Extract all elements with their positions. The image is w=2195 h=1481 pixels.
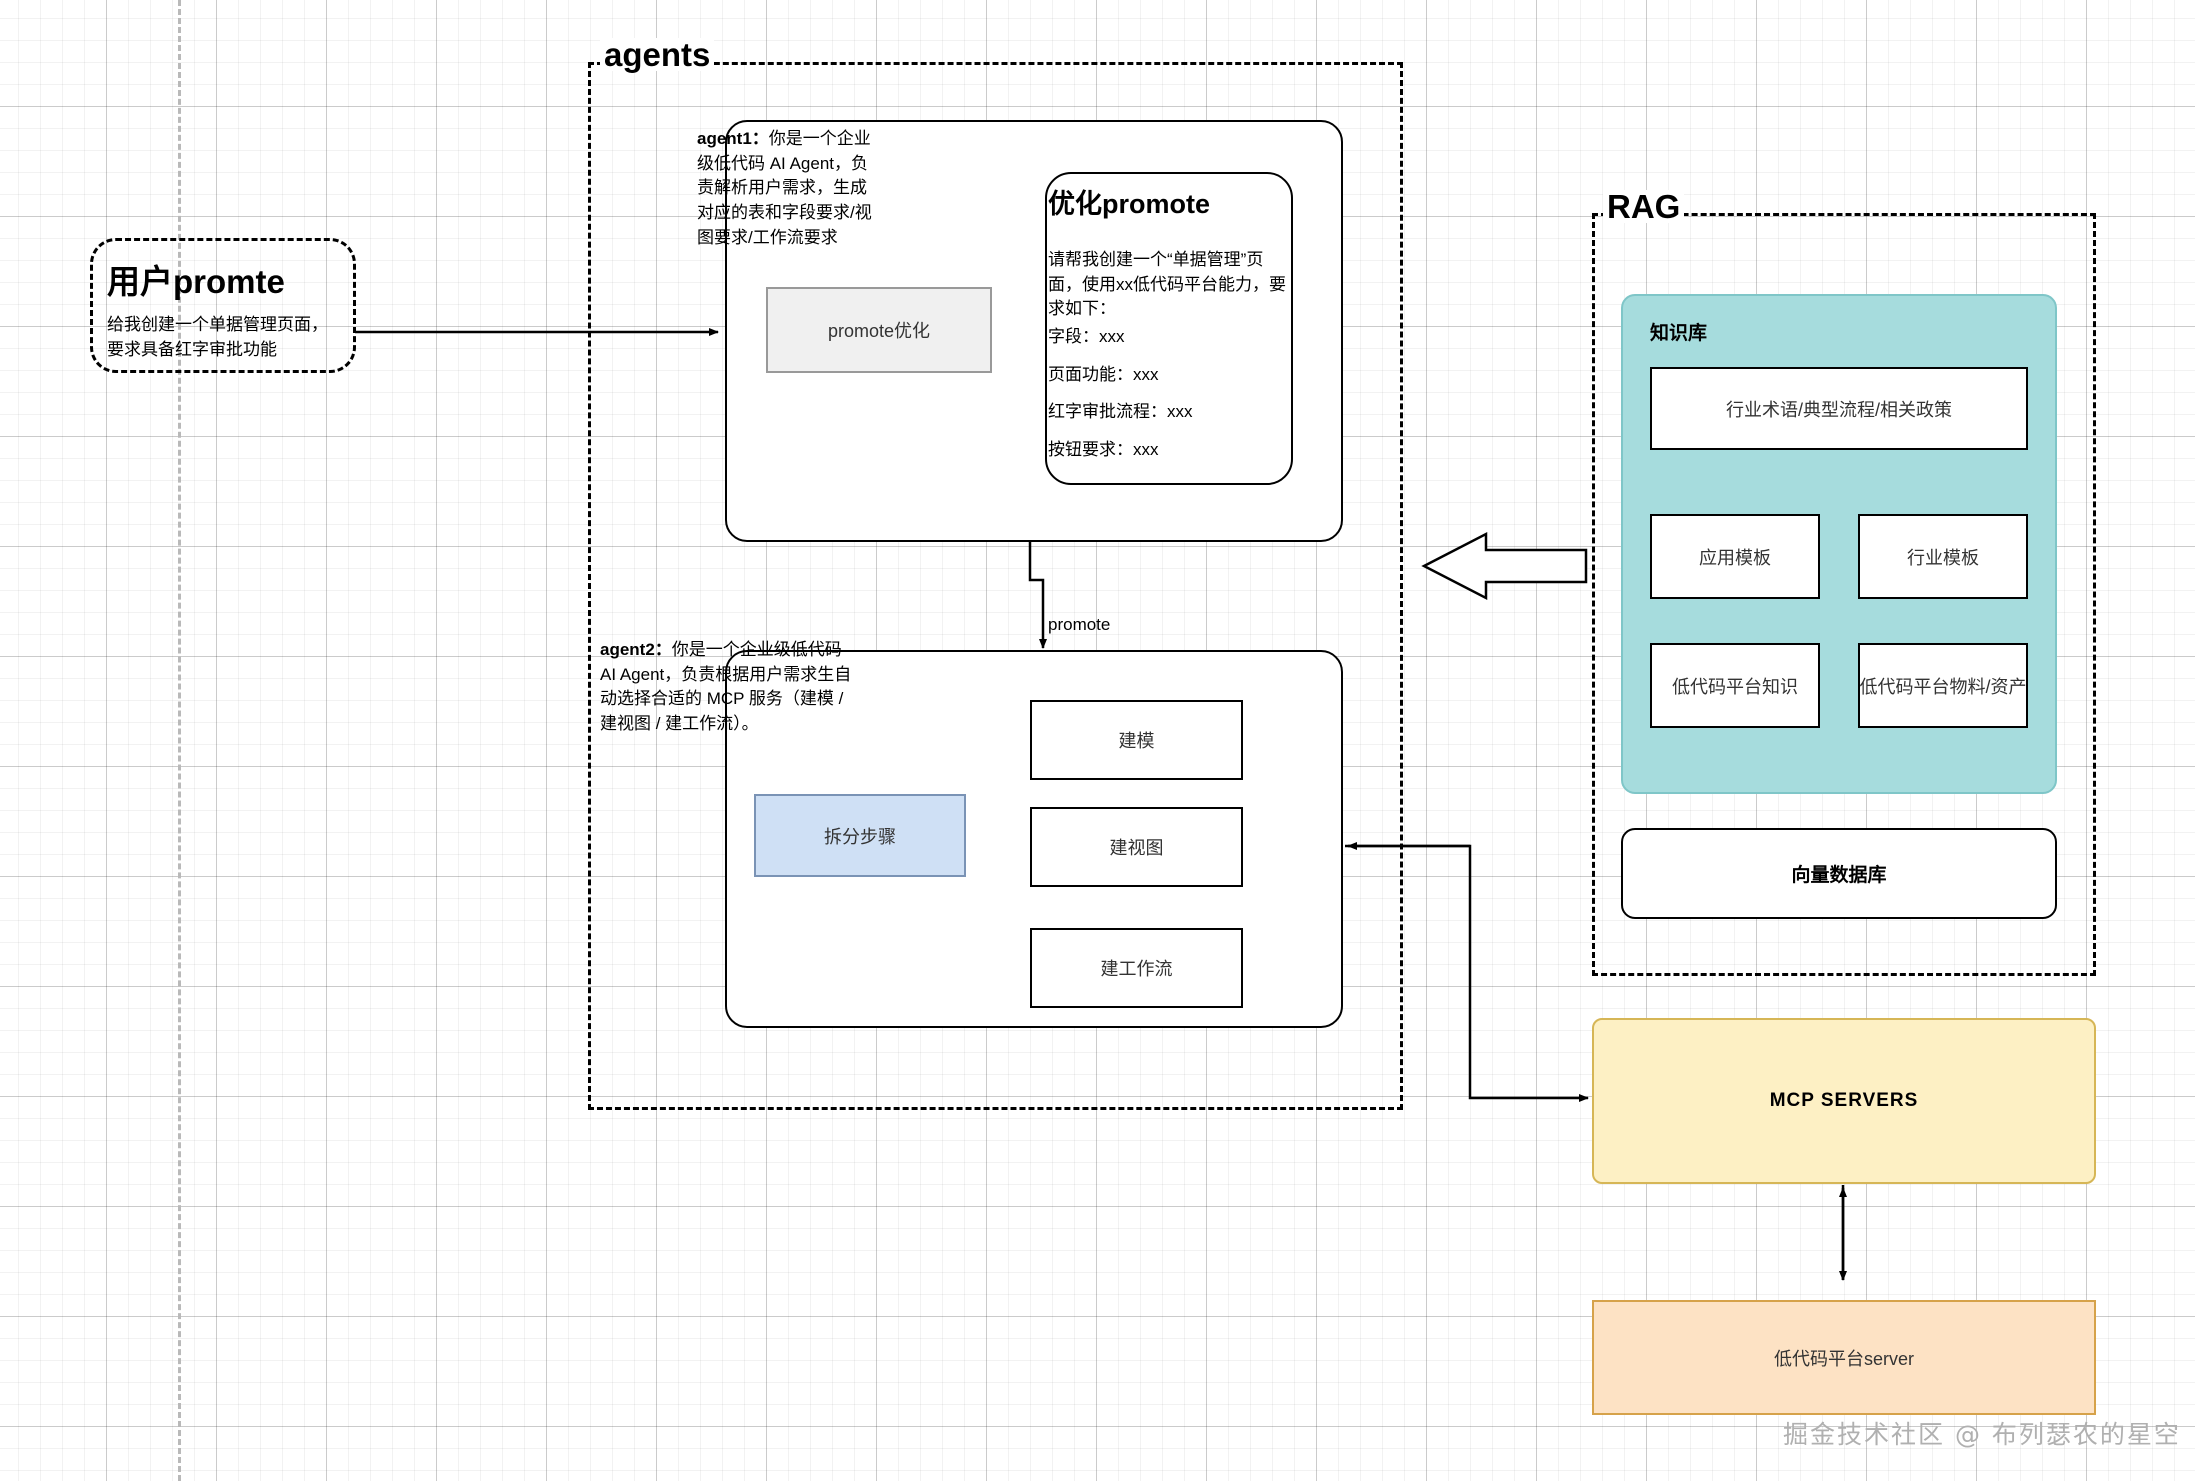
split-steps-node[interactable] [754,794,966,877]
kb-item-industry-template-label: 行业模板 [1907,547,1979,568]
platform-server-label: 低代码平台server [1773,1348,1914,1369]
vertical-guide-line [178,0,181,1481]
rag-group-title: RAG [1603,190,1685,223]
kb-item-platform-assets-label: 低代码平台物料/资产 [1859,676,2027,697]
agent2-description: 你是一个企业级低代码 AI Agent，负责根据用户需求生自动选择合适的 MCP… [600,640,852,733]
kb-item-app-template[interactable] [1650,514,1820,599]
promote-flow-label: promote [1048,615,1111,634]
agents-group-container [588,62,1403,1110]
rag-group-container [1592,213,2096,976]
optimized-prompt-card [1045,172,1293,485]
optimized-prompt-line-3: 红字审批流程：xxx [1048,402,1193,421]
vector-database-label: 向量数据库 [1791,865,1887,886]
agents-group-title: agents [600,38,715,71]
agent2-description-block: agent2：你是一个企业级低代码 AI Agent，负责根据用户需求生自动选择… [600,638,862,737]
optimized-prompt-intro: 请帮我创建一个“单据管理”页面，使用xx低代码平台能力，要求如下： [1048,250,1286,319]
service-box-model[interactable] [1030,700,1243,780]
kb-item-platform-knowledge-label: 低代码平台知识 [1672,676,1798,697]
service-box-workflow[interactable] [1030,928,1243,1008]
agent1-label: agent1： [697,129,769,148]
kb-item-app-template-label: 应用模板 [1699,547,1771,568]
user-prompt-title: 用户promte [107,263,285,300]
agent2-label: agent2： [600,640,672,659]
split-steps-label: 拆分步骤 [824,826,896,847]
optimized-prompt-line-2: 页面功能：xxx [1048,365,1159,384]
service-label-workflow: 建工作流 [1100,959,1173,979]
kb-item-industry-template[interactable] [1858,514,2028,599]
kb-item-platform-assets[interactable] [1858,643,2028,728]
kb-item-platform-knowledge[interactable] [1650,643,1820,728]
knowledge-base-title: 知识库 [1650,323,1708,344]
optimized-prompt-line-4: 按钮要求：xxx [1048,440,1159,459]
promote-optimize-node[interactable] [766,287,992,373]
mcp-servers-box[interactable] [1592,1018,2096,1184]
kb-item-wide-label: 行业术语/典型流程/相关政策 [1725,399,1952,420]
vector-database-box[interactable] [1621,828,2057,919]
kb-item-wide[interactable] [1650,367,2028,450]
service-label-model: 建模 [1118,731,1155,751]
mcp-servers-label: MCP SERVERS [1769,1090,1919,1111]
optimized-prompt-title: 优化promote [1048,189,1210,219]
watermark-text: 掘金技术社区 @ 布列瑟农的星空 [1783,1420,2181,1449]
optimized-prompt-line-1: 字段：xxx [1048,327,1125,346]
agent1-description: 你是一个企业级低代码 AI Agent，负责解析用户需求，生成对应的表和字段要求… [697,129,872,247]
user-prompt-card: 用户promte 给我创建一个单据管理页面，要求具备红字审批功能 [90,238,356,373]
platform-server-box[interactable] [1592,1300,2096,1415]
promote-optimize-node-label: promote优化 [827,321,931,341]
agent1-description-block: agent1：你是一个企业级低代码 AI Agent，负责解析用户需求，生成对应… [697,127,877,250]
service-box-view[interactable] [1030,807,1243,887]
user-prompt-body: 给我创建一个单据管理页面，要求具备红字审批功能 [107,315,328,359]
service-label-view: 建视图 [1109,838,1164,858]
